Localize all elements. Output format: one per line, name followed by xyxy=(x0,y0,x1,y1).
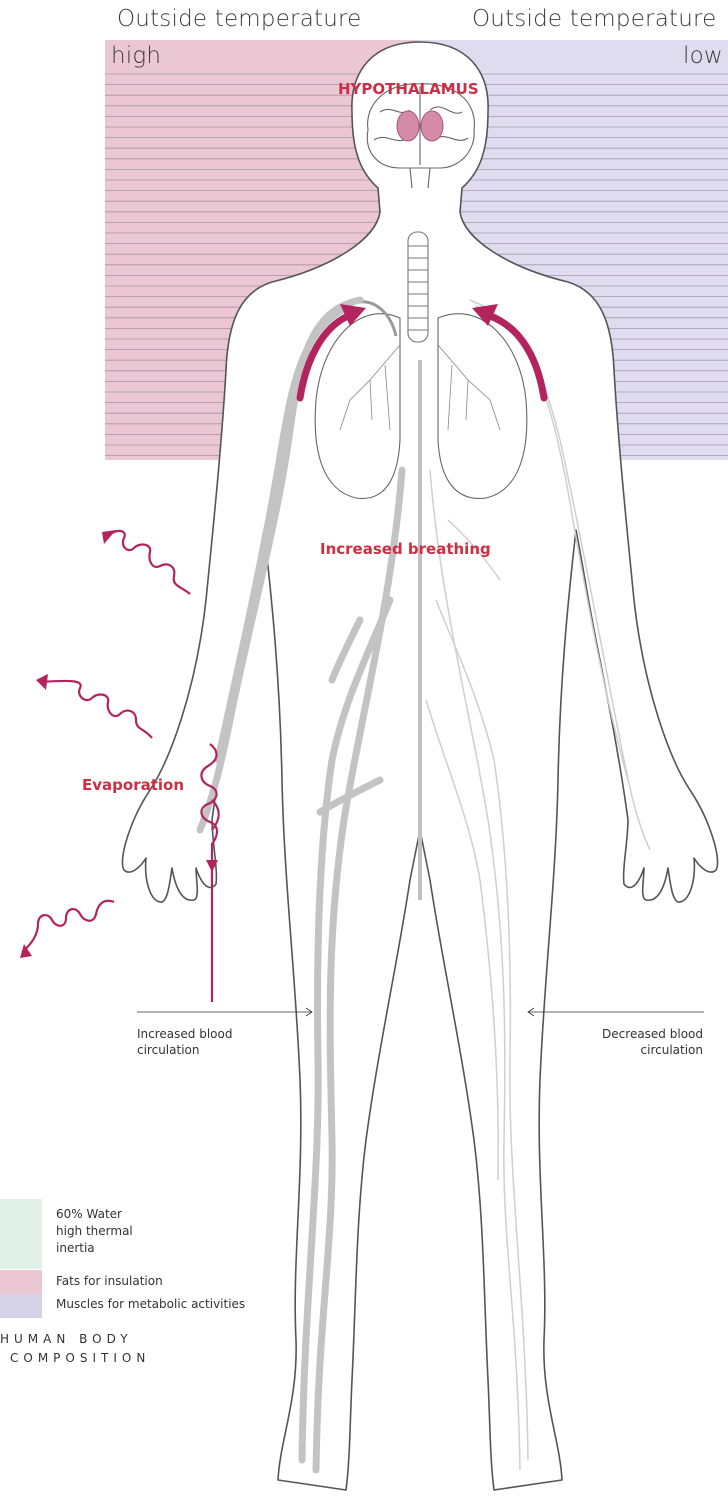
hypothalamus-left xyxy=(397,111,419,141)
left-subtitle: high xyxy=(111,43,161,69)
legend-water-swatch xyxy=(0,1199,42,1269)
wave-arrow-head-1 xyxy=(102,530,116,544)
increased-blood-line-1: Increased blood xyxy=(137,1026,232,1042)
legend-muscles-swatch xyxy=(0,1294,42,1318)
increased-blood-label: Increased blood circulation xyxy=(137,1026,232,1058)
evaporation-label: Evaporation xyxy=(82,776,184,794)
right-title: Outside temperature xyxy=(472,6,717,32)
legend-water-line-1: 60% Water xyxy=(56,1206,133,1223)
legend-muscles: Muscles for metabolic activities xyxy=(56,1296,245,1313)
decreased-blood-label: Decreased blood circulation xyxy=(602,1026,703,1058)
decreased-blood-line-2: circulation xyxy=(602,1042,703,1058)
legend-fats-swatch xyxy=(0,1270,42,1294)
caption-line-2: COMPOSITION xyxy=(10,1349,150,1367)
hypothalamus-right xyxy=(421,111,443,141)
hypothalamus-label: HYPOTHALAMUS xyxy=(338,80,479,98)
decreased-blood-line-1: Decreased blood xyxy=(602,1026,703,1042)
increased-blood-line-2: circulation xyxy=(137,1042,232,1058)
caption-line-1: HUMAN BODY xyxy=(0,1330,133,1348)
left-title: Outside temperature xyxy=(117,6,362,32)
legend-water-line-3: inertia xyxy=(56,1240,133,1257)
wave-arrow-head-2 xyxy=(36,674,48,690)
legend-water-line-2: high thermal xyxy=(56,1223,133,1240)
legend-water: 60% Water high thermal inertia xyxy=(56,1206,133,1257)
legend-fats: Fats for insulation xyxy=(56,1273,163,1290)
right-subtitle: low xyxy=(683,43,723,69)
breathing-label: Increased breathing xyxy=(320,540,491,558)
